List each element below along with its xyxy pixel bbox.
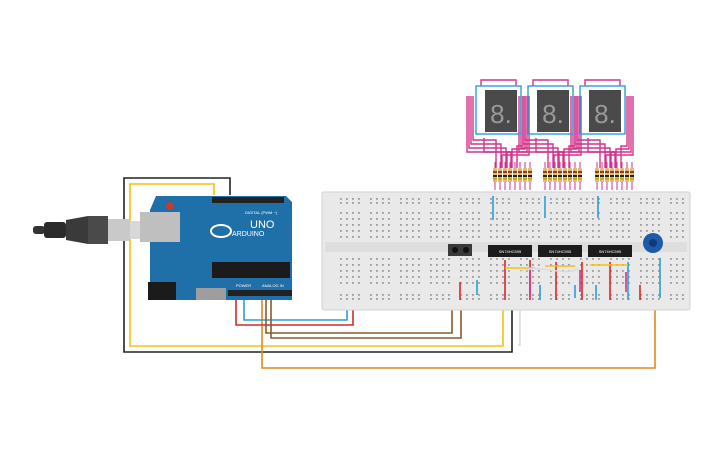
power-jack <box>148 282 176 300</box>
display-3[interactable]: 8. <box>579 85 626 135</box>
segment-wiring <box>466 79 634 168</box>
arduino-model: UNO <box>250 219 275 231</box>
chip-label: SN74HC595 <box>499 249 522 254</box>
chip-1[interactable]: SN74HC595 <box>488 245 532 257</box>
display-digit: 8. <box>490 99 512 129</box>
outer-wiring <box>123 177 656 369</box>
analog-label: ANALOG IN <box>262 283 284 288</box>
wire-black-loop[interactable] <box>123 177 513 353</box>
wire-orange-long[interactable] <box>261 295 656 369</box>
potentiometer-icon[interactable] <box>643 233 663 253</box>
chip-label: SN74HC595 <box>549 249 572 254</box>
chip-label: SN74HC595 <box>599 249 622 254</box>
capacitors <box>196 288 226 300</box>
pushbutton-icon[interactable] <box>448 244 472 256</box>
display-2[interactable]: 8. <box>527 85 574 135</box>
display-1[interactable]: 8. <box>475 85 522 135</box>
resistor-array <box>493 162 634 190</box>
atmega-chip <box>212 262 290 278</box>
digital-label: DIGITAL (PWM ~) <box>245 210 278 215</box>
digital-header <box>212 197 284 203</box>
power-label: POWER <box>236 283 251 288</box>
wire-white[interactable] <box>518 298 521 346</box>
seven-segment-displays: 8. 8. 8. <box>475 85 626 135</box>
logo-icon <box>210 224 232 238</box>
wire-yellow-loop[interactable] <box>129 183 504 347</box>
reset-button-icon[interactable] <box>166 202 174 210</box>
arduino-uno-board[interactable]: ARDUINO UNO DIGITAL (PWM ~) POWER ANALOG… <box>140 196 292 300</box>
chip-3[interactable]: SN74HC595 <box>588 245 632 257</box>
display-digit: 8. <box>542 99 564 129</box>
analog-power-header <box>228 290 292 296</box>
chip-2[interactable]: SN74HC595 <box>538 245 582 257</box>
usb-cable-icon[interactable] <box>33 216 154 244</box>
shift-registers: SN74HC595 SN74HC595 SN74HC595 <box>488 245 632 257</box>
usb-port <box>140 212 180 242</box>
board-wiring <box>459 196 661 300</box>
breadboard-holes <box>340 198 684 300</box>
display-digit: 8. <box>594 99 616 129</box>
arduino-brand: ARDUINO <box>232 231 265 238</box>
